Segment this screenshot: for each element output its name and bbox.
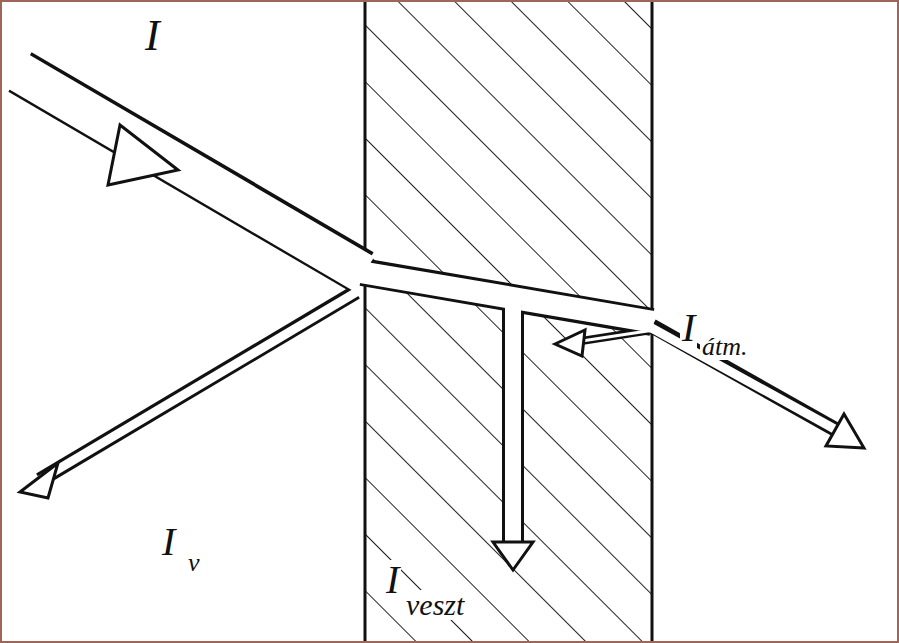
intensity-label: I — [384, 560, 401, 600]
beam-fills — [14, 69, 840, 546]
subscript-label: veszt — [404, 590, 466, 620]
subscript-label: v — [186, 550, 202, 576]
intensity-label: I — [143, 14, 162, 58]
beam-outlines — [20, 72, 840, 545]
wall-edge — [364, 2, 367, 641]
arrowheads — [20, 125, 864, 570]
intensity-label: I — [680, 308, 697, 348]
intensity-label: I — [160, 522, 177, 562]
subscript-label: átm. — [700, 334, 750, 360]
